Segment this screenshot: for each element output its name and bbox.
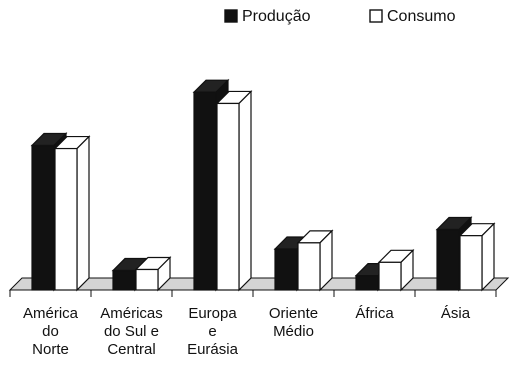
bar-consumo-america-do-norte (53, 135, 91, 292)
legend-swatch-producao (224, 9, 238, 23)
bar-consumo-oriente-medio (296, 229, 334, 292)
x-tick-label-asia: Ásia (441, 305, 471, 322)
bar-consumo-europa-e-eurasia (215, 90, 253, 292)
legend-item-producao: Produção (224, 8, 311, 25)
legend-item-consumo: Consumo (369, 8, 456, 25)
legend-label-consumo: Consumo (387, 8, 456, 25)
legend-label-producao: Produção (242, 8, 311, 25)
bar-consumo-americas-do-sul-e-central (134, 256, 172, 292)
legend-swatch-consumo (369, 9, 383, 23)
x-axis (9, 290, 497, 297)
bar-consumo-africa (377, 248, 415, 292)
bar-consumo-asia (458, 222, 496, 292)
x-tick-label-africa: África (355, 305, 394, 322)
chart-bars (30, 78, 496, 292)
chart-legend: Produção Consumo (224, 8, 456, 25)
